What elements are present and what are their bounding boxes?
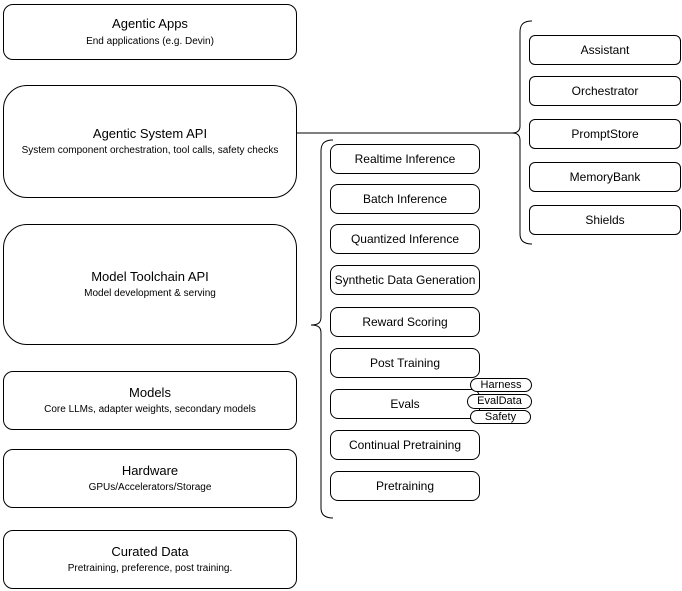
node-hardware: Hardware GPUs/Accelerators/Storage xyxy=(3,449,297,508)
node-models: Models Core LLMs, adapter weights, secon… xyxy=(3,371,297,430)
node-promptstore: PromptStore xyxy=(529,119,681,149)
node-orchestrator: Orchestrator xyxy=(529,76,681,106)
node-synthetic-data-generation: Synthetic Data Generation xyxy=(330,265,480,295)
tag-harness: Harness xyxy=(470,378,532,392)
node-shields: Shields xyxy=(529,205,681,235)
node-subtitle: Core LLMs, adapter weights, secondary mo… xyxy=(44,404,256,416)
node-reward-scoring: Reward Scoring xyxy=(330,307,480,337)
node-title: Hardware xyxy=(121,462,179,478)
tag-evaldata: EvalData xyxy=(467,394,532,409)
node-quantized-inference: Quantized Inference xyxy=(330,224,480,254)
node-title: Models xyxy=(129,384,171,400)
node-realtime-inference: Realtime Inference xyxy=(330,144,480,174)
node-pretraining: Pretraining xyxy=(330,471,480,501)
node-subtitle: Pretraining, preference, post training. xyxy=(67,563,233,575)
node-agentic-system-api: Agentic System API System component orch… xyxy=(3,85,297,198)
node-agentic-apps: Agentic Apps End applications (e.g. Devi… xyxy=(3,4,297,60)
node-evals: Evals xyxy=(330,389,480,419)
node-subtitle: End applications (e.g. Devin) xyxy=(86,35,214,47)
node-title: Curated Data xyxy=(111,543,189,559)
node-subtitle: Model development & serving xyxy=(84,288,216,300)
node-continual-pretraining: Continual Pretraining xyxy=(330,430,480,460)
node-assistant: Assistant xyxy=(529,35,681,65)
node-title: Agentic Apps xyxy=(112,16,188,32)
node-memorybank: MemoryBank xyxy=(529,162,681,192)
node-curated-data: Curated Data Pretraining, preference, po… xyxy=(3,530,297,589)
node-model-toolchain-api: Model Toolchain API Model development & … xyxy=(3,224,297,345)
node-title: Agentic System API xyxy=(92,125,208,141)
node-batch-inference: Batch Inference xyxy=(330,184,480,214)
node-subtitle: GPUs/Accelerators/Storage xyxy=(88,482,212,494)
node-title: Model Toolchain API xyxy=(91,268,209,284)
components-group-brace xyxy=(511,20,533,245)
node-post-training: Post Training xyxy=(330,348,480,378)
toolchain-group-brace xyxy=(310,139,334,519)
tag-safety: Safety xyxy=(470,410,531,424)
node-subtitle: System component orchestration, tool cal… xyxy=(21,145,279,157)
